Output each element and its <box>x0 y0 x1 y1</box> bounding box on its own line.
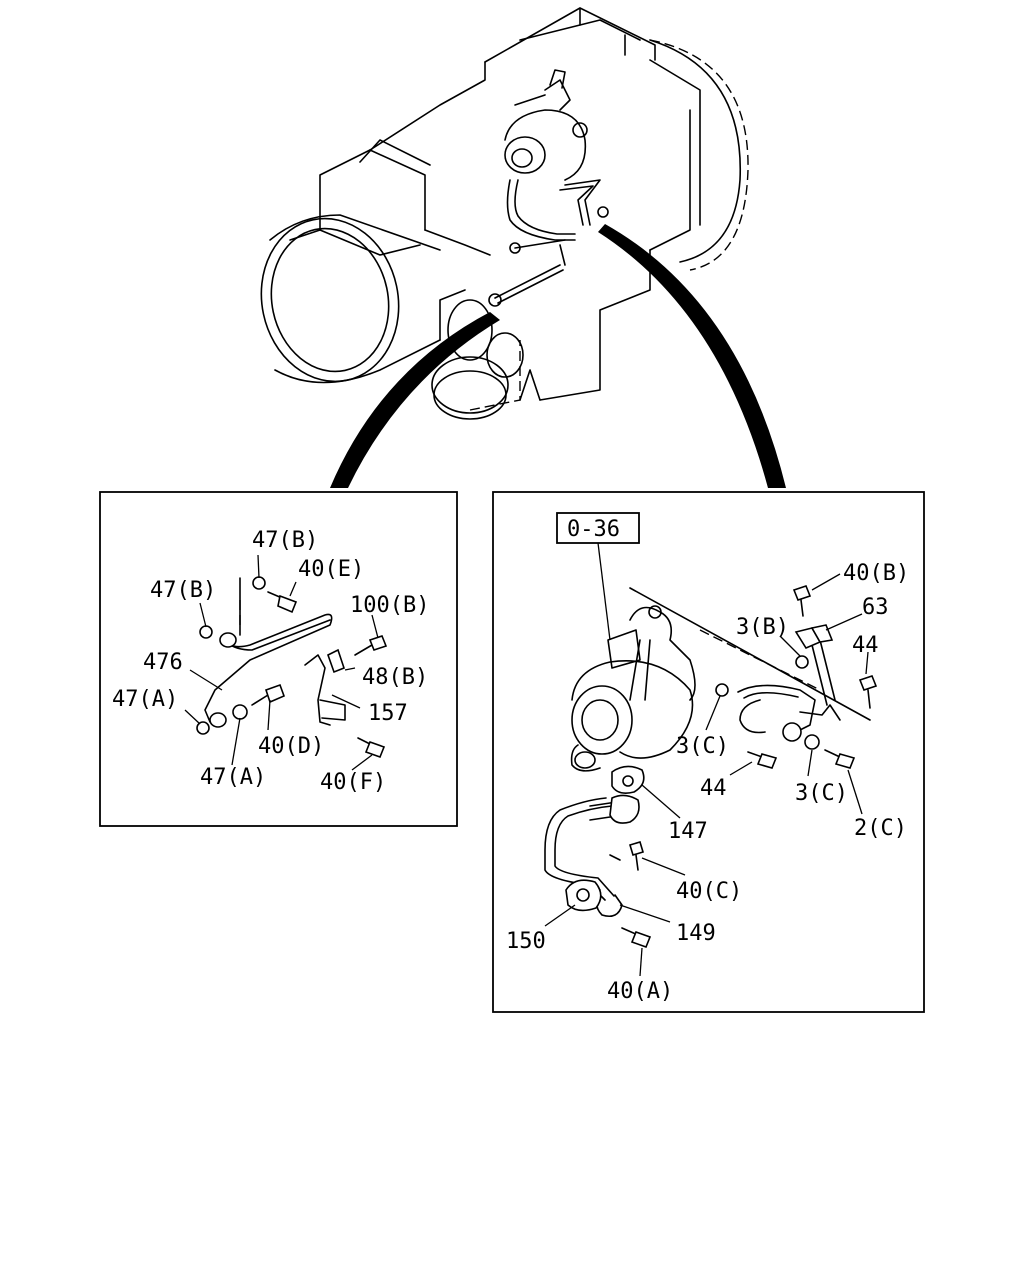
label-47b-left: 47(B) <box>150 578 216 603</box>
label-40a: 40(A) <box>607 979 673 1004</box>
right-panel-labels: 0-36 40(B) 63 3(B) 44 3(C) 44 3(C) 2(C) … <box>506 517 909 1004</box>
label-47a-left: 47(A) <box>112 687 178 712</box>
label-40e: 40(E) <box>298 557 364 582</box>
left-detail-panel <box>99 491 458 827</box>
left-panel-parts <box>184 554 388 771</box>
label-100b: 100(B) <box>350 593 429 618</box>
label-44-mid: 44 <box>700 776 727 801</box>
label-476: 476 <box>143 650 183 675</box>
label-3c-right: 3(C) <box>795 781 848 806</box>
label-48b: 48(B) <box>362 665 428 690</box>
label-2c: 2(C) <box>854 816 907 841</box>
engine-overview <box>260 7 786 488</box>
label-40f: 40(F) <box>320 770 386 795</box>
label-40c: 40(C) <box>676 879 742 904</box>
label-44-right: 44 <box>852 633 879 658</box>
label-149: 149 <box>676 921 716 946</box>
right-detail-panel <box>492 491 925 1013</box>
label-3c-left: 3(C) <box>676 734 729 759</box>
right-panel-parts <box>544 512 878 977</box>
label-40d: 40(D) <box>258 734 324 759</box>
label-150: 150 <box>506 929 546 954</box>
left-panel-labels: 47(B) 40(E) 47(B) 100(B) 476 48(B) 47(A)… <box>112 528 429 795</box>
label-40b: 40(B) <box>843 561 909 586</box>
label-147: 147 <box>668 819 708 844</box>
label-157: 157 <box>368 701 408 726</box>
label-47a-bottom: 47(A) <box>200 765 266 790</box>
label-63: 63 <box>862 595 889 620</box>
ref-box-label: 0-36 <box>567 517 620 542</box>
label-47b-top: 47(B) <box>252 528 318 553</box>
label-3b: 3(B) <box>736 615 789 640</box>
